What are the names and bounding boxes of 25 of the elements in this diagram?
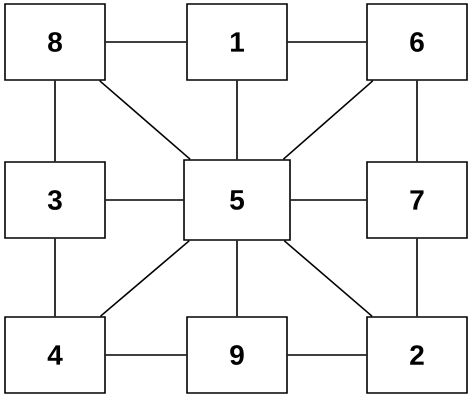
connector-line (416, 238, 418, 316)
connector-line (282, 80, 374, 160)
number-box: 1 (186, 3, 288, 81)
connector-line (288, 354, 366, 356)
connector-line (236, 80, 238, 160)
number-box: 6 (366, 3, 468, 81)
number-box: 7 (366, 161, 468, 239)
number-box: 4 (4, 316, 106, 394)
number-box: 9 (186, 316, 288, 394)
connector-line (288, 41, 366, 43)
number-box: 3 (4, 161, 106, 239)
number-box: 5 (183, 159, 291, 241)
number-box: 2 (366, 316, 468, 394)
connector-line (106, 199, 184, 201)
connector-line (106, 354, 186, 356)
connector-line (236, 240, 238, 316)
connector-line (54, 238, 56, 316)
connector-line (100, 240, 190, 317)
connector-line (106, 41, 186, 43)
connector-line (284, 240, 373, 317)
connector-line (54, 80, 56, 162)
number-box: 8 (4, 3, 106, 81)
connector-line (416, 80, 418, 162)
connector-line (290, 199, 366, 201)
connector-line (99, 80, 191, 160)
